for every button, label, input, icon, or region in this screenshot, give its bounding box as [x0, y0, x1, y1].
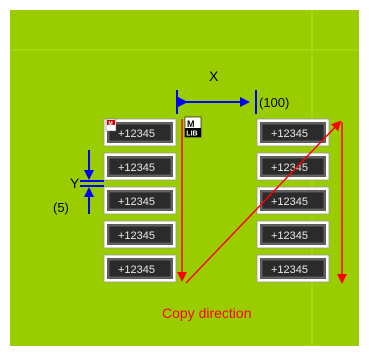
widget-value: +12345 — [118, 128, 155, 140]
mlib-icon-top: M — [187, 119, 195, 129]
widget-value: +12345 — [271, 230, 308, 242]
m-badge-icon: M — [106, 119, 116, 131]
numeric-display-widget: +12345 — [104, 221, 176, 248]
mlib-icon: M LIB — [185, 117, 201, 138]
x-label: X — [209, 68, 219, 84]
y-value: (5) — [53, 200, 69, 215]
widget-value: +12345 — [271, 128, 308, 140]
y-label: Y — [70, 175, 80, 191]
mlib-icon-bottom: LIB — [186, 131, 197, 138]
widget-value: +12345 — [118, 264, 155, 276]
numeric-display-widget: +12345 — [257, 187, 329, 214]
numeric-display-widget: +12345 — [104, 255, 176, 282]
m-badge-label: M — [109, 121, 113, 127]
widget-value: +12345 — [118, 230, 155, 242]
widget-value: +12345 — [271, 264, 308, 276]
numeric-display-widget: +12345 — [104, 187, 176, 214]
numeric-display-widget: +12345 — [257, 119, 329, 146]
numeric-display-widget: +12345 — [257, 221, 329, 248]
numeric-display-widget: +12345 — [257, 255, 329, 282]
numeric-display-widget: +12345 — [104, 153, 176, 180]
widget-value: +12345 — [118, 162, 155, 174]
widget-value: +12345 — [271, 196, 308, 208]
widget-value: +12345 — [271, 162, 308, 174]
numeric-display-widget: +12345 — [257, 153, 329, 180]
copy-direction-label: Copy direction — [162, 305, 252, 321]
x-value: (100) — [259, 95, 289, 110]
widget-value: +12345 — [118, 196, 155, 208]
